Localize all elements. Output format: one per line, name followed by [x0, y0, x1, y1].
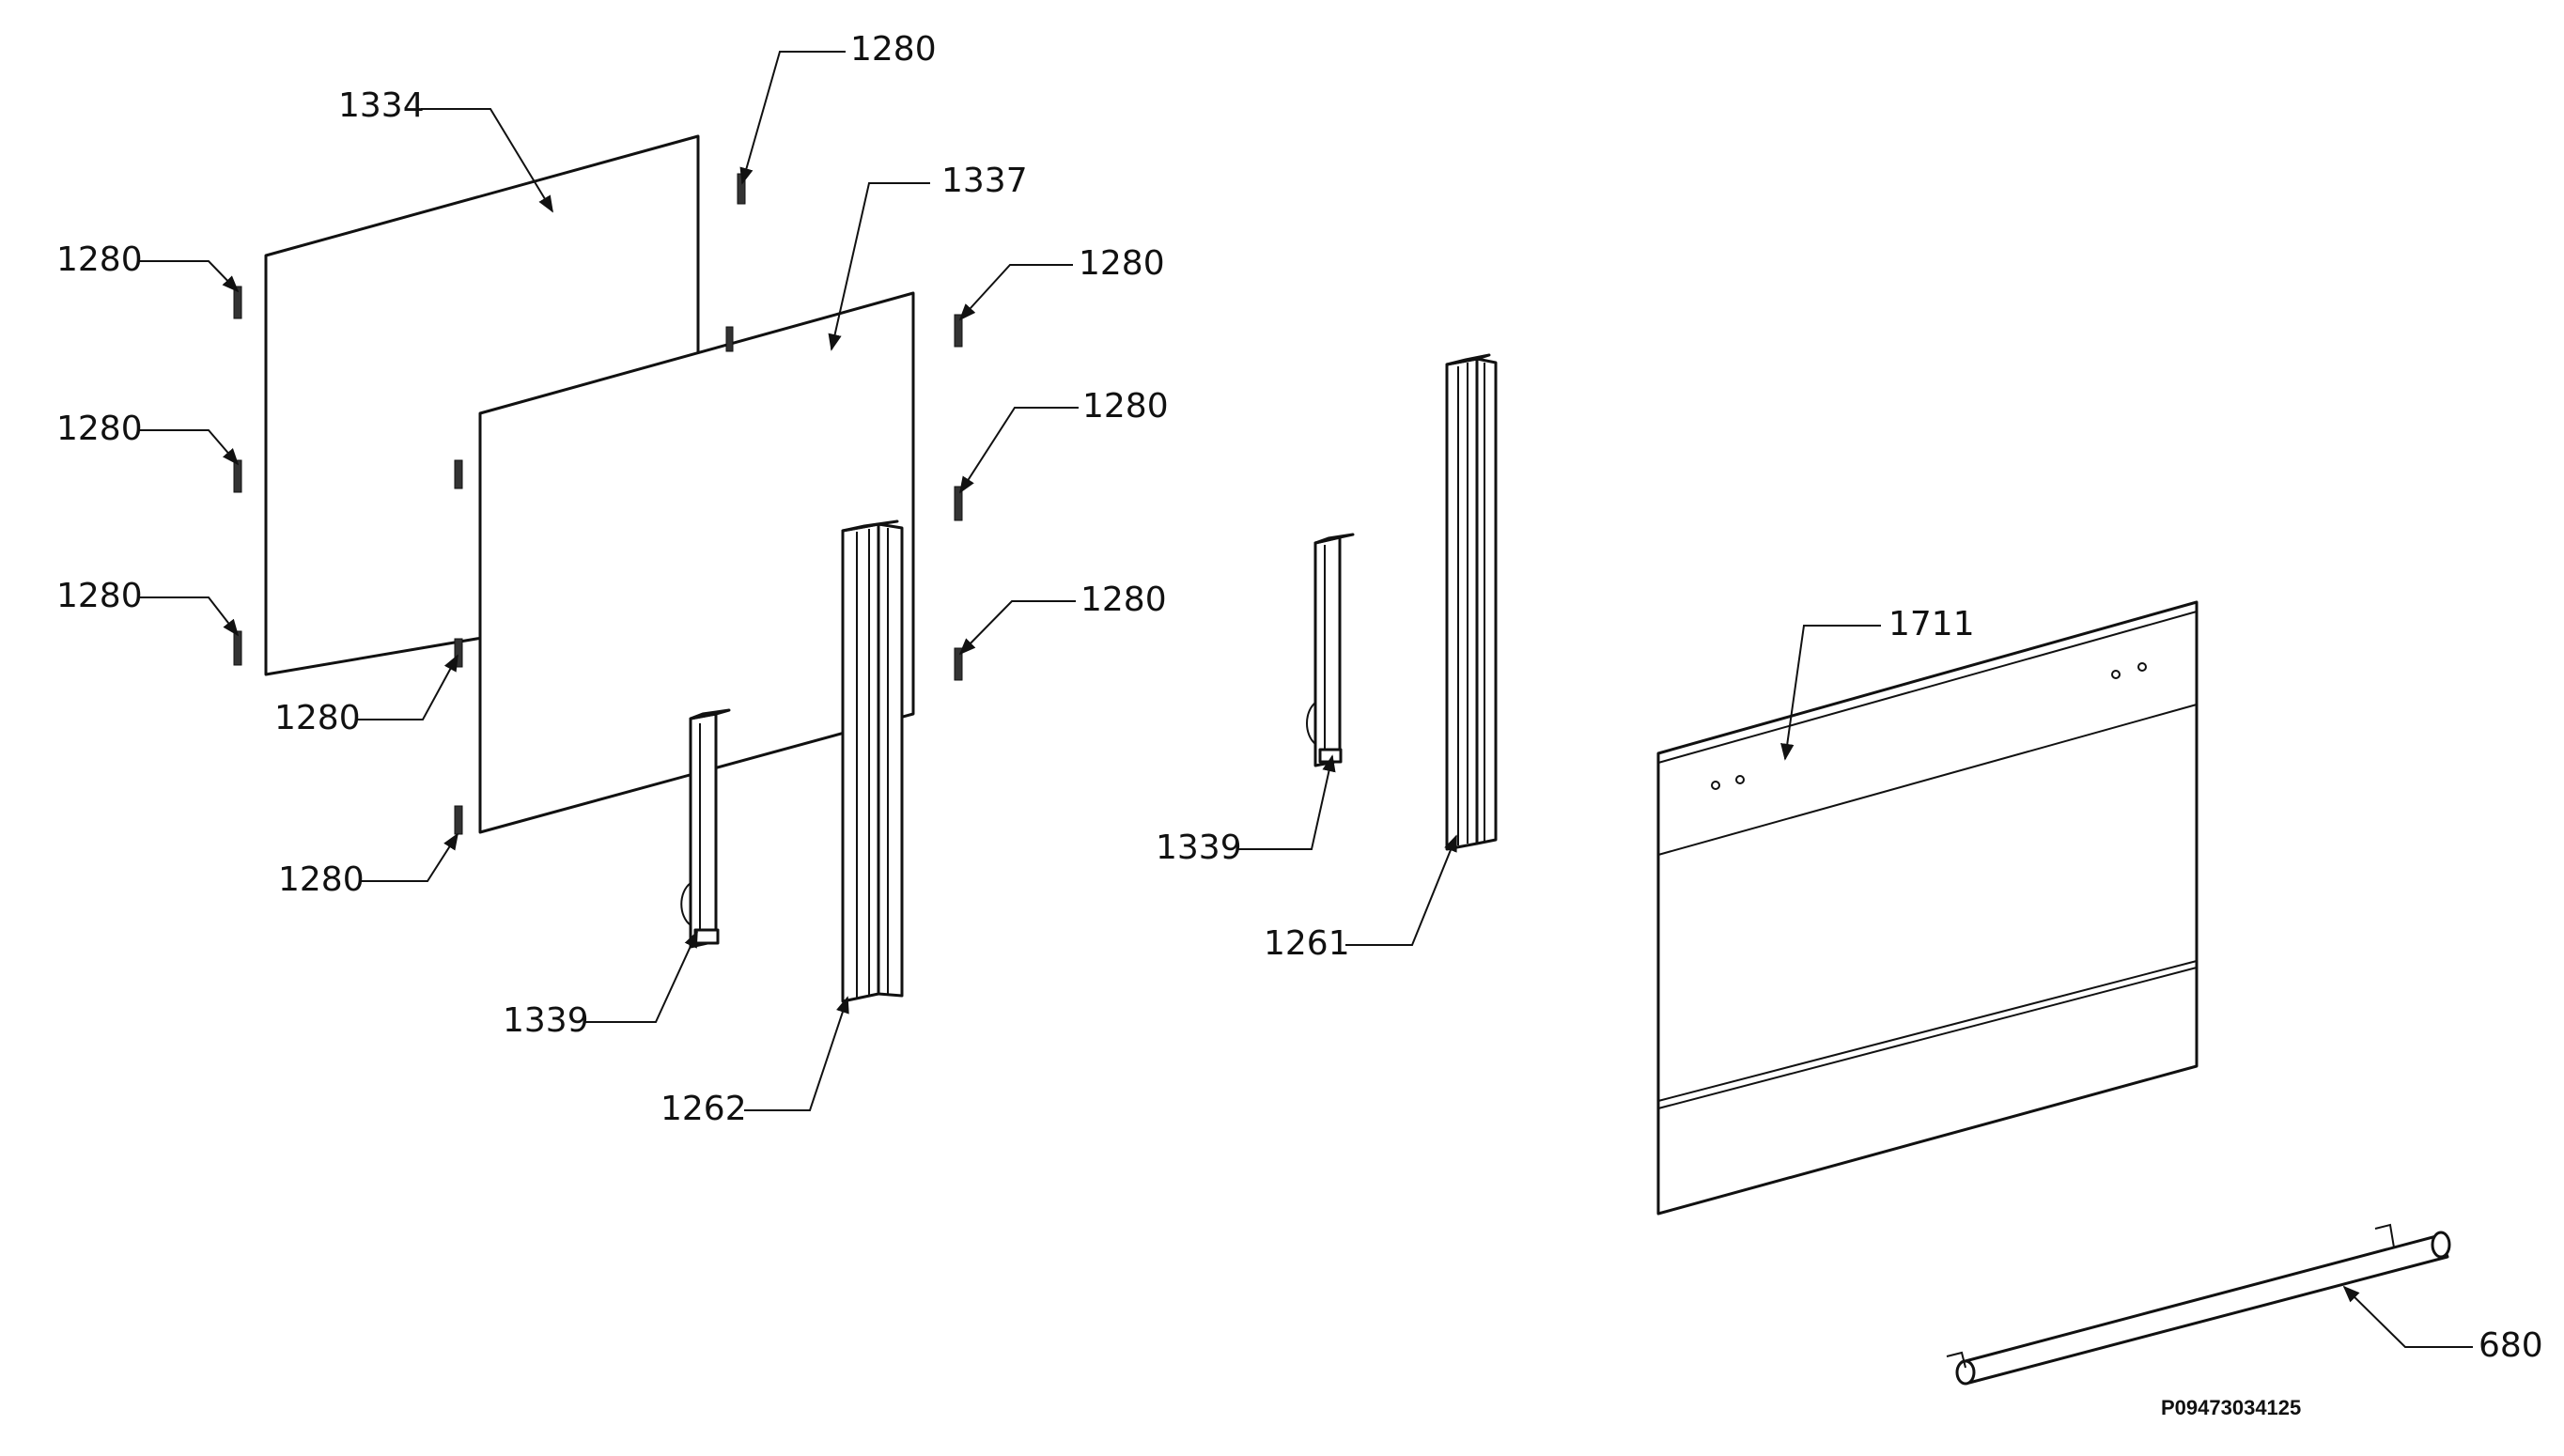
channel-profile-right — [1445, 353, 1498, 851]
label-1280-right-1: 1280 — [1079, 244, 1165, 283]
clip-left-top — [233, 286, 242, 319]
hinge-bracket-left — [680, 708, 731, 949]
label-1339-left: 1339 — [503, 1001, 589, 1040]
clip-panel2-left-top — [454, 459, 463, 489]
clip-right-bottom — [954, 647, 963, 681]
drawing-code: P09473034125 — [2161, 1396, 2301, 1419]
clip-panel2-left-bottom — [454, 805, 463, 835]
label-1280-mid-2: 1280 — [278, 860, 365, 899]
door-handle — [1946, 1223, 2451, 1386]
label-1261: 1261 — [1264, 924, 1350, 963]
label-1280-right-3: 1280 — [1080, 581, 1167, 619]
inner-glass-panel — [478, 291, 915, 834]
clip-panel2-left-middle — [454, 638, 463, 668]
leader-lines — [139, 51, 2473, 1348]
door-hole — [1735, 775, 1745, 784]
label-1280-mid-1: 1280 — [274, 699, 361, 737]
clip-right-top — [954, 314, 963, 348]
label-1711: 1711 — [1888, 605, 1975, 643]
label-1280-top: 1280 — [850, 30, 937, 69]
label-1262: 1262 — [660, 1090, 747, 1128]
label-1334: 1334 — [338, 86, 425, 125]
label-1339-right: 1339 — [1156, 829, 1242, 867]
label-1280-left-3: 1280 — [56, 577, 143, 615]
label-1337: 1337 — [941, 162, 1028, 200]
label-1280-left-2: 1280 — [56, 410, 143, 448]
clip-left-middle — [233, 459, 242, 493]
label-680: 680 — [2479, 1326, 2543, 1365]
label-1280-right-2: 1280 — [1082, 387, 1169, 426]
door-hole — [2111, 670, 2121, 679]
door-hole — [2137, 662, 2147, 672]
door-hole — [1711, 781, 1720, 790]
clip-panel-edge-top — [725, 326, 734, 352]
callout-labels: 1334 1280 1337 1280 1280 1280 1280 1280 … — [56, 30, 2543, 1419]
clip-left-bottom — [233, 630, 242, 666]
clip-right-middle — [954, 486, 963, 521]
hinge-bracket-right — [1306, 533, 1355, 767]
label-1280-left-1: 1280 — [56, 240, 143, 279]
channel-profile-left — [841, 519, 904, 1003]
door-front-panel — [1656, 600, 2199, 1216]
clip-parts — [233, 173, 963, 835]
